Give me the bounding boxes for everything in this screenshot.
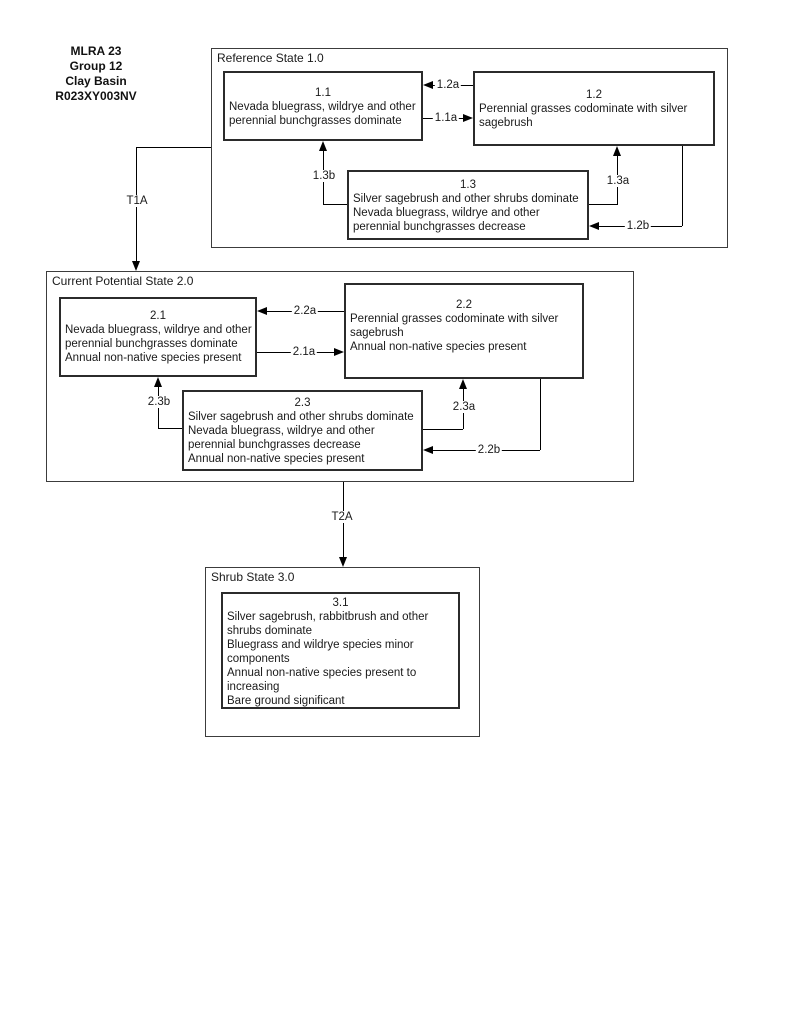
community-box-2-3-text-line: Nevada bluegrass, wildrye and other (188, 425, 375, 437)
pathway-label-2-2b: 2.2b (475, 444, 503, 456)
pathway-2-1a-arrowhead (334, 348, 344, 356)
community-box-2-2-text-line: sagebrush (350, 327, 404, 339)
current-potential-state-container: Current Potential State 2.0 (46, 271, 634, 482)
pathway-2-3a-arrowhead (459, 379, 467, 389)
site-id-label: R023XY003NV (55, 89, 137, 103)
community-box-1-1-text-line: perennial bunchgrasses dominate (229, 115, 402, 127)
community-box-3-1: 3.1 Silver sagebrush, rabbitbrush and ot… (221, 592, 460, 709)
community-box-2-1-text-line: Annual non-native species present (65, 352, 242, 364)
community-box-3-1-text-line: Annual non-native species present to (227, 667, 417, 679)
current-potential-state-label: Current Potential State 2.0 (52, 274, 194, 288)
community-box-2-1-text-line: Nevada bluegrass, wildrye and other (65, 324, 252, 336)
pathway-2-2b-arrowhead (423, 446, 433, 454)
pathway-1-2b-line-vertical (682, 146, 683, 226)
pathway-1-2b-arrowhead (589, 222, 599, 230)
community-box-3-1-text-line: Bare ground significant (227, 695, 345, 707)
pathway-label-2-2a: 2.2a (291, 305, 319, 317)
pathway-label-1-2a: 1.2a (434, 79, 462, 91)
community-box-1-1-title: 1.1 (315, 87, 331, 99)
pathway-2-3b-line-horizontal (158, 428, 182, 429)
pathway-1-3a-line-horizontal (589, 204, 618, 205)
transition-t1a-line-horizontal (136, 147, 211, 148)
community-box-3-1-text-line: increasing (227, 681, 280, 693)
shrub-state-container: Shrub State 3.0 (205, 567, 480, 737)
pathway-2-3a-line-horizontal (423, 429, 463, 430)
community-box-1-2-text-line: sagebrush (479, 117, 533, 129)
pathway-label-1-3b: 1.3b (310, 170, 338, 182)
community-box-2-3-text-line: Silver sagebrush and other shrubs domina… (188, 411, 414, 423)
community-box-2-2: 2.2 Perennial grasses codominate with si… (344, 283, 584, 379)
community-box-2-1-title: 2.1 (150, 310, 166, 322)
community-box-2-3: 2.3 Silver sagebrush and other shrubs do… (182, 390, 423, 471)
pathway-label-1-2b: 1.2b (624, 220, 652, 232)
shrub-state-label: Shrub State 3.0 (211, 570, 295, 584)
community-box-1-2: 1.2 Perennial grasses codominate with si… (473, 71, 715, 146)
community-box-3-1-text-line: Bluegrass and wildrye species minor (227, 639, 414, 651)
transition-label-t2a: T2A (329, 511, 355, 523)
reference-state-container: Reference State 1.0 (211, 48, 728, 248)
pathway-1-1a-arrowhead (463, 114, 473, 122)
community-box-3-1-text-line: shrubs dominate (227, 625, 313, 637)
community-box-2-1-text-line: perennial bunchgrasses dominate (65, 338, 238, 350)
pathway-label-2-3b: 2.3b (145, 396, 173, 408)
community-box-1-3-title: 1.3 (460, 179, 476, 191)
community-box-1-3: 1.3 Silver sagebrush and other shrubs do… (347, 170, 589, 240)
transition-t1a-arrowhead (132, 261, 140, 271)
site-name-label: Clay Basin (65, 74, 127, 88)
pathway-label-2-3a: 2.3a (450, 401, 478, 413)
pathway-1-3b-line-horizontal (323, 204, 347, 205)
community-box-3-1-title: 3.1 (332, 597, 349, 609)
pathway-2-3b-arrowhead (154, 377, 162, 387)
community-box-1-1-text-line: Nevada bluegrass, wildrye and other (229, 101, 416, 113)
community-box-2-1: 2.1 Nevada bluegrass, wildrye and other … (59, 297, 257, 377)
community-box-1-3-text-line: Silver sagebrush and other shrubs domina… (353, 193, 579, 205)
pathway-label-2-1a: 2.1a (290, 346, 318, 358)
pathway-label-1-1a: 1.1a (432, 112, 460, 124)
community-box-2-3-text-line: perennial bunchgrasses decrease (188, 439, 361, 451)
pathway-1-3b-arrowhead (319, 141, 327, 151)
document-id-block: MLRA 23 Group 12 Clay Basin R023XY003NV (40, 44, 152, 104)
transition-t2a-arrowhead (339, 557, 347, 567)
community-box-2-2-title: 2.2 (456, 299, 472, 311)
community-box-1-3-text-line: Nevada bluegrass, wildrye and other (353, 207, 540, 219)
transition-label-t1a: T1A (124, 195, 150, 207)
community-box-2-2-text-line: Perennial grasses codominate with silver (350, 313, 559, 325)
group-label: Group 12 (69, 59, 123, 73)
community-box-2-3-title: 2.3 (294, 397, 311, 409)
community-box-1-2-text-line: Perennial grasses codominate with silver (479, 103, 688, 115)
pathway-2-2a-arrowhead (257, 307, 267, 315)
community-box-3-1-text-line: components (227, 653, 290, 665)
pathway-2-2b-line-vertical (540, 379, 541, 450)
community-box-1-1: 1.1 Nevada bluegrass, wildrye and other … (223, 71, 423, 141)
community-box-2-2-text-line: Annual non-native species present (350, 341, 527, 353)
community-box-3-1-text-line: Silver sagebrush, rabbitbrush and other (227, 611, 429, 623)
community-box-1-3-text-line: perennial bunchgrasses decrease (353, 221, 526, 233)
pathway-label-1-3a: 1.3a (604, 175, 632, 187)
community-box-2-3-text-line: Annual non-native species present (188, 453, 365, 465)
reference-state-label: Reference State 1.0 (217, 51, 324, 65)
community-box-1-2-title: 1.2 (586, 89, 602, 101)
pathway-1-3a-arrowhead (613, 146, 621, 156)
pathway-1-2a-arrowhead (423, 81, 433, 89)
mlra-label: MLRA 23 (70, 44, 122, 58)
